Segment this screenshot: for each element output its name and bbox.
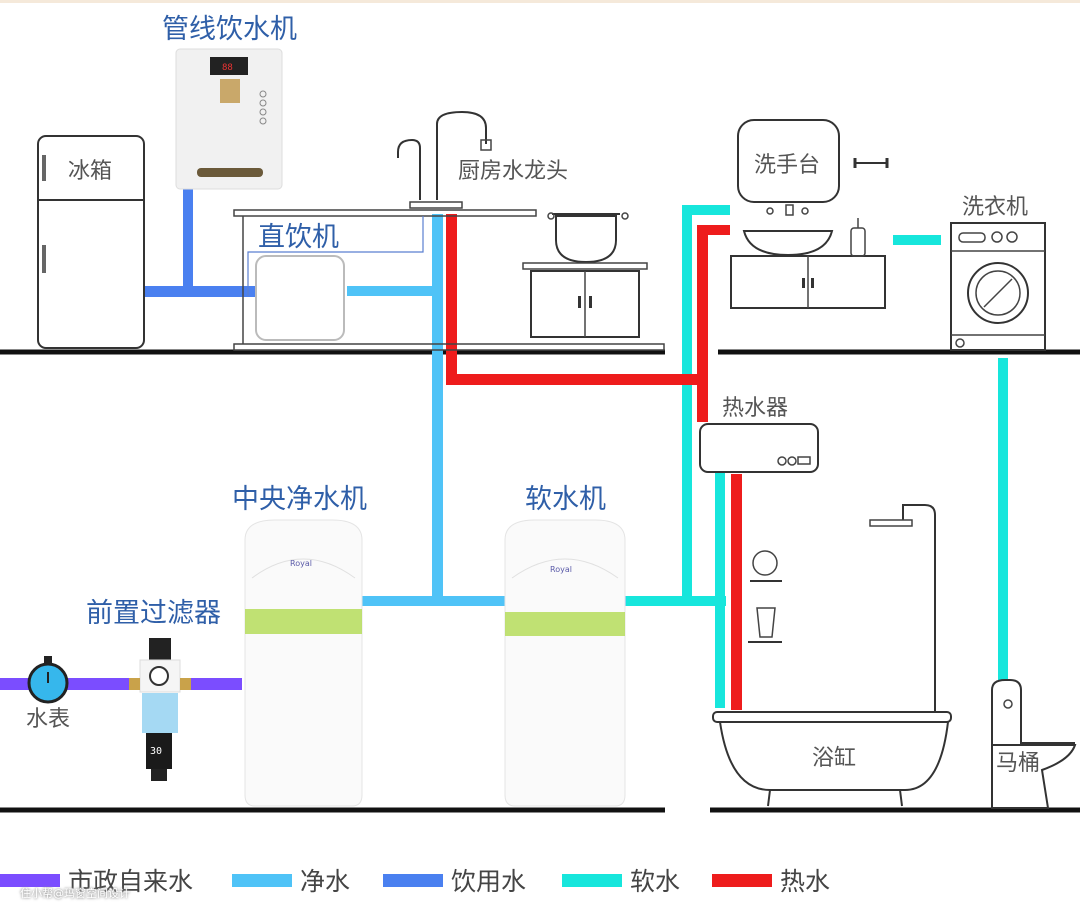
fridge: 冰箱 bbox=[37, 135, 145, 349]
water-meter: 水表 bbox=[26, 656, 70, 732]
bathtub-label: 浴缸 bbox=[812, 746, 856, 771]
legend-swatch bbox=[0, 873, 60, 887]
central-purifier-label: 中央净水机 bbox=[232, 484, 367, 515]
softener: Royal 软水机 bbox=[504, 484, 626, 807]
legend-swatch bbox=[712, 873, 772, 887]
svg-text:Royal: Royal bbox=[550, 565, 572, 574]
legend-label: 软水 bbox=[630, 867, 681, 896]
central-purifier: Royal 中央净水机 bbox=[232, 484, 367, 807]
prefilter: 30 前置过滤器 bbox=[86, 598, 221, 781]
watermark: 住小帮@玛窗空间设计 bbox=[20, 887, 130, 900]
legend-item-soft: 软水 bbox=[562, 862, 680, 898]
pipe-soft-v1 bbox=[682, 205, 692, 606]
legend-item-purified: 净水 bbox=[232, 862, 350, 898]
toilet: 马桶 bbox=[991, 679, 1077, 809]
pipe-hot-h2 bbox=[697, 225, 730, 235]
water-heater: 热水器 bbox=[699, 396, 819, 473]
legend-item-municipal: 市政自来水 bbox=[0, 862, 193, 898]
legend-item-drinking: 饮用水 bbox=[383, 862, 526, 898]
kitchen-faucet: 厨房水龙头 bbox=[397, 110, 568, 209]
direct-drinker bbox=[255, 255, 345, 341]
pipe-soft-toilet bbox=[998, 358, 1008, 680]
legend: 市政自来水 净水 饮用水 软水 热水 bbox=[0, 862, 1080, 898]
washing-machine-label: 洗衣机 bbox=[962, 195, 1028, 220]
prefilter-display: 30 bbox=[150, 746, 162, 757]
pipe-purified-h2 bbox=[347, 286, 443, 296]
pipe-purified-v1 bbox=[432, 214, 443, 606]
bathtub: 浴缸 bbox=[712, 504, 952, 807]
pipe-soft-v2 bbox=[715, 472, 725, 708]
water-meter-label: 水表 bbox=[26, 707, 70, 732]
washing-machine: 洗衣机 bbox=[950, 195, 1046, 351]
pipe-drinking-h bbox=[143, 286, 256, 297]
pipe-soft-washer bbox=[893, 235, 941, 245]
kitchen-counter: 直饮机 bbox=[233, 209, 665, 351]
legend-swatch bbox=[383, 873, 443, 887]
legend-item-hot: 热水 bbox=[712, 862, 830, 898]
pipe-hot-v1 bbox=[446, 214, 457, 384]
pipe-soft-h1 bbox=[626, 596, 726, 606]
svg-text:88: 88 bbox=[222, 63, 233, 73]
water-heater-label: 热水器 bbox=[722, 396, 788, 421]
direct-drinker-label: 直饮机 bbox=[258, 222, 339, 253]
softener-label: 软水机 bbox=[525, 484, 606, 515]
legend-label: 市政自来水 bbox=[68, 867, 194, 896]
washbasin-label: 洗手台 bbox=[754, 153, 820, 178]
legend-swatch bbox=[232, 873, 292, 887]
pipe-drinking-v bbox=[183, 188, 193, 297]
water-system-diagram: 冰箱 88 管线饮水机 直饮机 厨房水龙头 bbox=[0, 14, 1080, 813]
pipe-purified-h1 bbox=[362, 596, 626, 606]
washbasin: 洗手台 bbox=[730, 119, 889, 309]
pipe-soft-h2 bbox=[682, 205, 730, 215]
prefilter-label: 前置过滤器 bbox=[86, 598, 221, 629]
legend-label: 热水 bbox=[780, 867, 831, 896]
pipe-hot-h1 bbox=[446, 374, 704, 385]
legend-label: 净水 bbox=[300, 867, 351, 896]
pipes bbox=[0, 188, 1008, 710]
toilet-label: 马桶 bbox=[996, 751, 1040, 776]
fridge-label: 冰箱 bbox=[68, 159, 112, 184]
legend-swatch bbox=[562, 873, 622, 887]
pipe-municipal-1 bbox=[0, 678, 30, 690]
pipe-municipal-3 bbox=[180, 678, 242, 690]
pipe-hot-v2 bbox=[697, 225, 708, 422]
pipe-hot-v3 bbox=[731, 474, 742, 710]
pipeline-dispenser: 88 管线饮水机 bbox=[162, 14, 297, 190]
kitchen-cabinet bbox=[522, 212, 648, 338]
top-border bbox=[0, 0, 1080, 3]
pipe-municipal-2 bbox=[66, 678, 140, 690]
pipeline-dispenser-label: 管线饮水机 bbox=[162, 14, 297, 45]
svg-text:Royal: Royal bbox=[290, 559, 312, 568]
legend-label: 饮用水 bbox=[451, 867, 527, 896]
kitchen-faucet-label: 厨房水龙头 bbox=[458, 159, 568, 184]
